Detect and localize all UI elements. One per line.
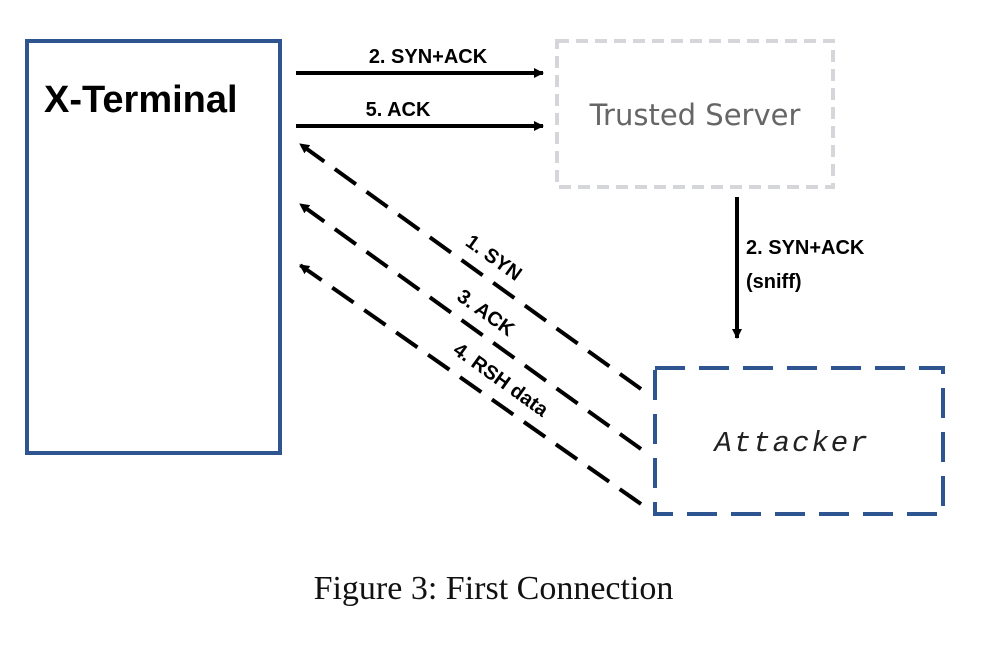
syn-arrow — [298, 142, 643, 391]
figure-caption: Figure 3: First Connection — [313, 570, 674, 607]
syn-label: 1. SYN — [461, 231, 525, 286]
x-terminal-label: X-Terminal — [44, 79, 238, 121]
ack-arrow — [298, 202, 643, 451]
syn-ack-label: 2. SYN+ACK — [369, 46, 488, 68]
x-terminal-box — [25, 39, 282, 455]
trusted-server-label: Trusted Server — [589, 98, 801, 132]
sniff-label-line2: (sniff) — [746, 271, 802, 293]
ack-final-label: 5. ACK — [366, 99, 431, 121]
attacker-label: Attacker — [712, 427, 869, 460]
trusted-server-box — [555, 39, 835, 189]
attacker-box — [653, 366, 945, 516]
rsh-arrow — [298, 263, 643, 506]
sniff-label-line1: 2. SYN+ACK — [746, 237, 865, 259]
